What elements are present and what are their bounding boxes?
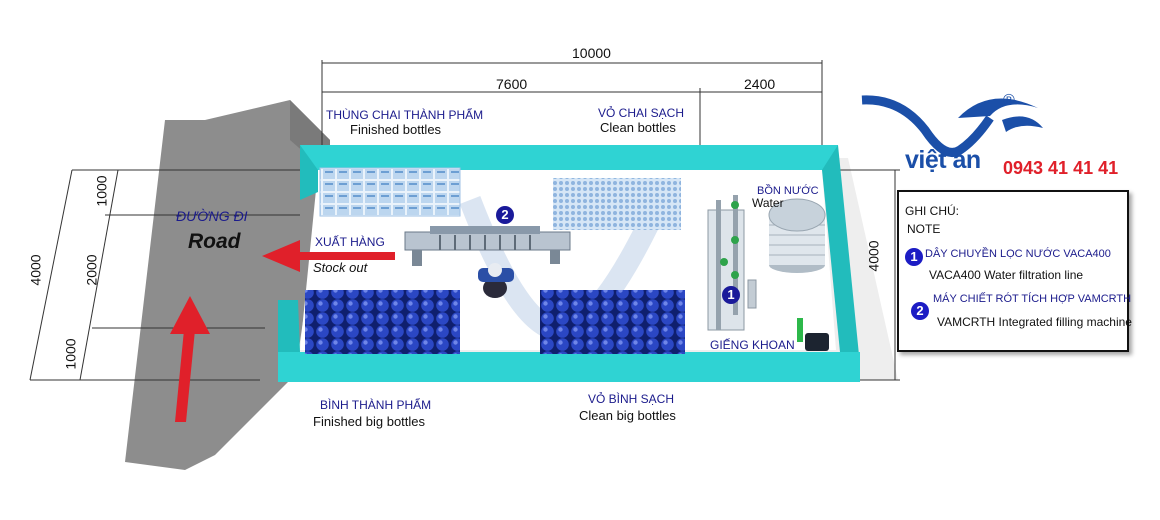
well-pump — [797, 318, 829, 351]
worker-figure — [478, 263, 514, 298]
water-tank-vn: BỒN NƯỚC — [757, 185, 819, 197]
dimension-lines-right — [838, 169, 900, 381]
brand-phone: 0943 41 41 41 — [1003, 158, 1119, 178]
clean-big-bottle-grid — [540, 290, 685, 354]
finished-big-vn: BÌNH THÀNH PHẨM — [320, 398, 432, 412]
finished-big-bottle-grid — [305, 290, 460, 354]
dim-seg-bottom: 1000 — [62, 338, 79, 370]
road-surface — [125, 100, 330, 470]
stock-out-en: Stock out — [313, 260, 368, 275]
clean-big-vn: VỎ BÌNH SẠCH — [588, 392, 675, 406]
wall-left-bottom — [278, 300, 300, 352]
note-item-2-vn: MÁY CHIẾT RÓT TÍCH HỢP VAMCRTH — [933, 293, 1132, 305]
note-item-2-number: 2 — [911, 302, 929, 320]
stock-out-vn: XUẤT HÀNG — [315, 235, 385, 249]
wall-front — [278, 352, 860, 382]
dimension-lines-left — [29, 169, 300, 381]
wall-right — [822, 145, 860, 365]
brand-name: việt an — [905, 146, 981, 174]
road-direction-arrow — [170, 296, 210, 422]
marker-2: 2 — [496, 206, 514, 224]
dim-total-length: 10000 — [572, 45, 611, 61]
note-item-1-en: VACA400 Water filtration line — [929, 268, 1084, 282]
dim-width-left: 4000 — [27, 254, 44, 286]
road-label-vn: ĐƯỜNG ĐI — [176, 208, 248, 224]
dim-section-a: 7600 — [496, 76, 528, 92]
well-label: GIẾNG KHOAN — [710, 338, 795, 352]
dim-seg-mid: 2000 — [83, 254, 100, 286]
note-item-2-en: VAMCRTH Integrated filling machine — [937, 315, 1132, 329]
dim-width-right: 4000 — [865, 240, 882, 272]
filling-machine — [404, 226, 571, 266]
dim-section-b: 2400 — [744, 76, 776, 92]
clean-big-en: Clean big bottles — [579, 408, 676, 423]
brand-registered-mark: ® — [1003, 92, 1015, 109]
note-item-1-number: 1 — [905, 248, 923, 266]
clean-bottles-vn: VỎ CHAI SẠCH — [598, 106, 685, 120]
note-title: GHI CHÚ: — [905, 204, 959, 218]
finished-bottles-en: Finished bottles — [350, 122, 442, 137]
carton-stack — [319, 167, 461, 217]
dim-seg-top: 1000 — [93, 175, 110, 207]
dimension-lines-top — [321, 60, 823, 150]
road-label-en: Road — [188, 230, 241, 253]
filtration-line — [707, 195, 757, 331]
finished-big-en: Finished big bottles — [313, 414, 426, 429]
clean-bottles-en: Clean bottles — [600, 120, 676, 135]
wall-back — [300, 145, 838, 200]
note-subtitle: NOTE — [907, 222, 941, 236]
note-panel: GHI CHÚ: NOTE 1 DÂY CHUYỀN LỌC NƯỚC VACA… — [897, 190, 1132, 352]
marker-1: 1 — [722, 286, 740, 304]
clean-bottle-grid — [553, 178, 681, 230]
brand-logo-mark — [861, 95, 1043, 157]
note-item-1-vn: DÂY CHUYỀN LỌC NƯỚC VACA400 — [925, 248, 1111, 260]
water-tank — [768, 198, 826, 273]
wall-left-top — [300, 145, 318, 200]
stock-out-arrow — [262, 240, 395, 272]
water-tank-en: Water — [752, 196, 784, 210]
finished-bottles-vn: THÙNG CHAI THÀNH PHẨM — [326, 108, 484, 122]
